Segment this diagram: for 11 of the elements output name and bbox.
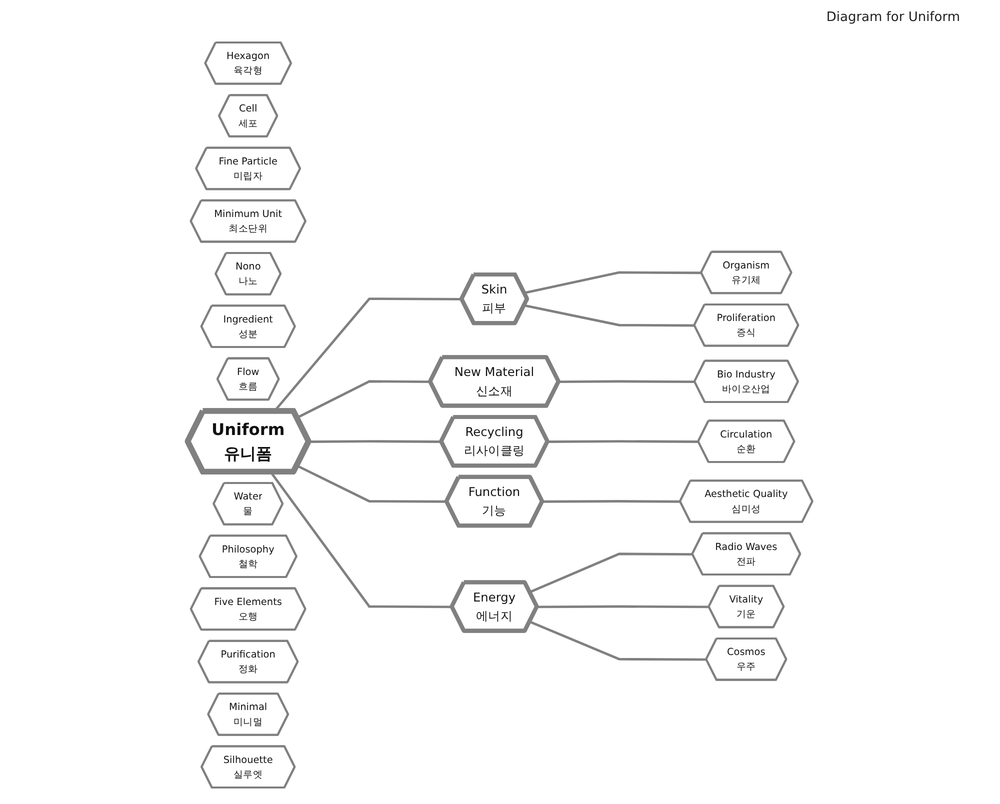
- connector: [524, 304, 695, 327]
- diagram-title: Diagram for Uniform: [826, 10, 960, 25]
- connector: [524, 271, 702, 294]
- connector: [296, 464, 447, 503]
- connector: [537, 605, 710, 608]
- connector: [308, 440, 442, 443]
- connector: [548, 440, 698, 443]
- connector: [558, 380, 695, 383]
- connector: [542, 500, 680, 503]
- connector: [529, 552, 693, 594]
- connector: [529, 620, 707, 661]
